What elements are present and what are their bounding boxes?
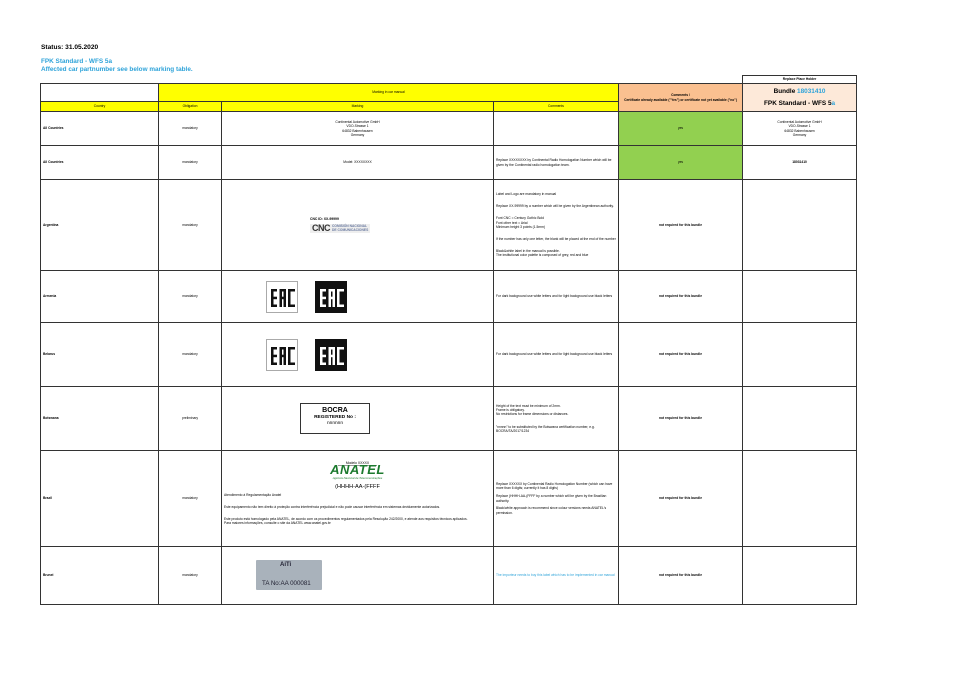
- placeholder-cell: 18031410: [742, 145, 858, 180]
- anatel-logo: ANATEL: [330, 461, 385, 477]
- fpk-title: FPK Standard - WFS 5a: [41, 58, 113, 65]
- anatel-label: Modelo XXXXX ANATEL Agência Nacional de …: [224, 456, 491, 493]
- bundle-header: Bundle 18031410 FPK Standard - WFS 5a: [742, 83, 858, 112]
- country-cell: Brunei: [40, 546, 159, 605]
- replace-place-holder-header: Replace Place Holder: [742, 75, 858, 84]
- country-cell: All Countries: [40, 111, 159, 146]
- obligation-cell: mandatory: [158, 111, 222, 146]
- cnc-id-text: CNC ID: XX-99999: [310, 216, 339, 221]
- comment-cell: [493, 111, 619, 146]
- status-cell: yes: [617, 145, 744, 180]
- placeholder-cell: [742, 270, 858, 323]
- country-cell: All Countries: [40, 145, 159, 180]
- col-obligation-header: Obligation: [158, 101, 222, 112]
- marking-cell: [221, 322, 494, 387]
- status-cell: not required for this bundle: [617, 179, 744, 271]
- status-line: Status: 31.05.2020: [41, 44, 99, 51]
- eac-logo-light-icon: [266, 280, 298, 313]
- fpk-subtitle: Affected car partnumber see below markin…: [41, 66, 193, 73]
- country-cell: Botswana: [40, 386, 159, 451]
- placeholder-cell: [742, 450, 858, 547]
- comment-cell: For dark background use white letters an…: [493, 270, 619, 323]
- table-row: Brunei mandatory AiTi TA No:AA 000081 Th…: [40, 546, 858, 605]
- obligation-cell: preliminary: [158, 386, 222, 451]
- country-cell: Armenia: [40, 270, 159, 323]
- comment-cell: Replace XXXXXXXX by Continental Radio Ho…: [493, 145, 619, 180]
- eac-logo-light-icon: [266, 338, 298, 371]
- placeholder-cell: [742, 386, 858, 451]
- country-cell: Argentina: [40, 179, 159, 271]
- fpk-heading: FPK Standard - WFS 5a Affected car partn…: [41, 58, 193, 74]
- col-country-header: Country: [40, 101, 159, 112]
- comment-cell: For dark background use white letters an…: [493, 322, 619, 387]
- placeholder-cell: [742, 546, 858, 605]
- placeholder-cell: [742, 322, 858, 387]
- country-cell: Brazil: [40, 450, 159, 547]
- obligation-cell: mandatory: [158, 270, 222, 323]
- aiti-label: AiTi TA No:AA 000081: [256, 559, 322, 590]
- table-row: Belarus mandatory For dark background us…: [40, 322, 858, 387]
- table-row: All Countries mandatory Model: XXXXXXXX …: [40, 145, 858, 180]
- marking-table: Replace Place Holder Marking in car manu…: [40, 75, 858, 605]
- status-cell: not required for this bundle: [617, 546, 744, 605]
- status-cell: not required for this bundle: [617, 270, 744, 323]
- aiti-logo: AiTi: [280, 561, 292, 568]
- status-cell: not required for this bundle: [617, 386, 744, 451]
- status-cell: not required for this bundle: [617, 322, 744, 387]
- table-row: Argentina mandatory CNC ID: XX-99999 CNC…: [40, 179, 858, 271]
- marking-cell: Modelo XXXXX ANATEL Agência Nacional de …: [221, 450, 494, 547]
- marking-cell: Model: XXXXXXXX: [221, 145, 494, 180]
- obligation-cell: mandatory: [158, 145, 222, 180]
- table-row: Armenia mandatory For dark background us…: [40, 270, 858, 323]
- status-cell: yes: [617, 111, 744, 146]
- country-cell: Belarus: [40, 322, 159, 387]
- obligation-cell: mandatory: [158, 179, 222, 271]
- marking-cell: BOCRA REGISTERED No : nnnnnn: [221, 386, 494, 451]
- col-comments-header: Comments: [493, 101, 619, 112]
- top-left-blank: [40, 83, 159, 102]
- marking-in-car-manual-header: Marking in car manual: [158, 83, 619, 102]
- obligation-cell: mandatory: [158, 322, 222, 387]
- col-marking-header: Marking: [221, 101, 494, 112]
- eac-logo-dark-icon: [314, 280, 347, 313]
- status-cell: not required for this bundle: [617, 450, 744, 547]
- table-row: All Countries mandatory Continental Auto…: [40, 111, 858, 146]
- table-row: Botswana preliminary BOCRA REGISTERED No…: [40, 386, 858, 451]
- obligation-cell: mandatory: [158, 546, 222, 605]
- obligation-cell: mandatory: [158, 450, 222, 547]
- bocra-label: BOCRA REGISTERED No : nnnnnn: [300, 403, 370, 434]
- comment-cell: Replace XXXXXX by Continental Radio Homo…: [493, 450, 619, 547]
- comment-cell: The importeur needs to buy this label wh…: [493, 546, 619, 605]
- comment-cell: Label and Logo are mandatory in manual R…: [493, 179, 619, 271]
- table-row: Brazil mandatory Modelo XXXXX ANATEL Agê…: [40, 450, 858, 547]
- marking-cell: AiTi TA No:AA 000081: [221, 546, 494, 605]
- comments-availability-header: Comments / Certificate already available…: [617, 83, 744, 112]
- comment-cell: Height of the text must be minimum of 2m…: [493, 386, 619, 451]
- eac-logo-dark-icon: [314, 338, 347, 371]
- placeholder-cell: [742, 179, 858, 271]
- marking-cell: [221, 270, 494, 323]
